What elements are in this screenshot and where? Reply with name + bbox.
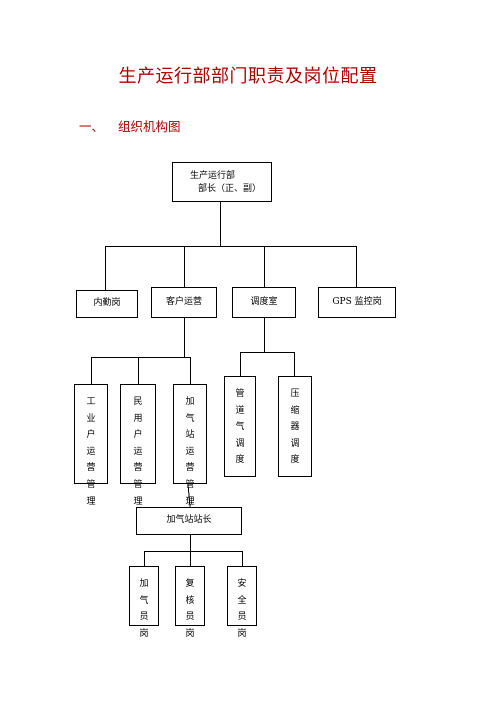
office-staff-box: 内勤岗 <box>76 290 138 318</box>
department-head-box: 生产运行部 部长（正、副） <box>172 162 272 202</box>
section-heading: 一、组织机构图 <box>79 116 181 135</box>
compressor-dispatch-box: 压缩器调度 <box>278 376 312 477</box>
review-staff-box: 复核员岗 <box>175 566 205 639</box>
document-title: 生产运行部部门职责及岗位配置 <box>118 66 378 87</box>
dispatch-room-box: 调度室 <box>232 287 296 318</box>
residential-customer-ops-box: 民用户运营管理 <box>120 384 156 507</box>
section-heading-text: 组织机构图 <box>118 119 181 134</box>
connector-line <box>187 483 191 508</box>
gas-station-ops-box: 加气站运营管理 <box>173 384 207 507</box>
head-line-2: 部长（正、副） <box>198 184 262 194</box>
industrial-customer-ops-box: 工业户运营管理 <box>74 384 108 507</box>
section-number: 一、 <box>79 119 105 134</box>
head-line-1: 生产运行部 <box>190 171 236 181</box>
safety-staff-box: 安全员岗 <box>227 566 257 639</box>
customer-operations-box: 客户运营 <box>151 287 217 318</box>
gps-monitoring-box: GPS 监控岗 <box>318 287 396 318</box>
station-manager-box: 加气站站长 <box>136 507 242 535</box>
refueling-staff-box: 加气员岗 <box>129 566 159 639</box>
pipeline-gas-dispatch-box: 管道气调度 <box>224 376 256 477</box>
